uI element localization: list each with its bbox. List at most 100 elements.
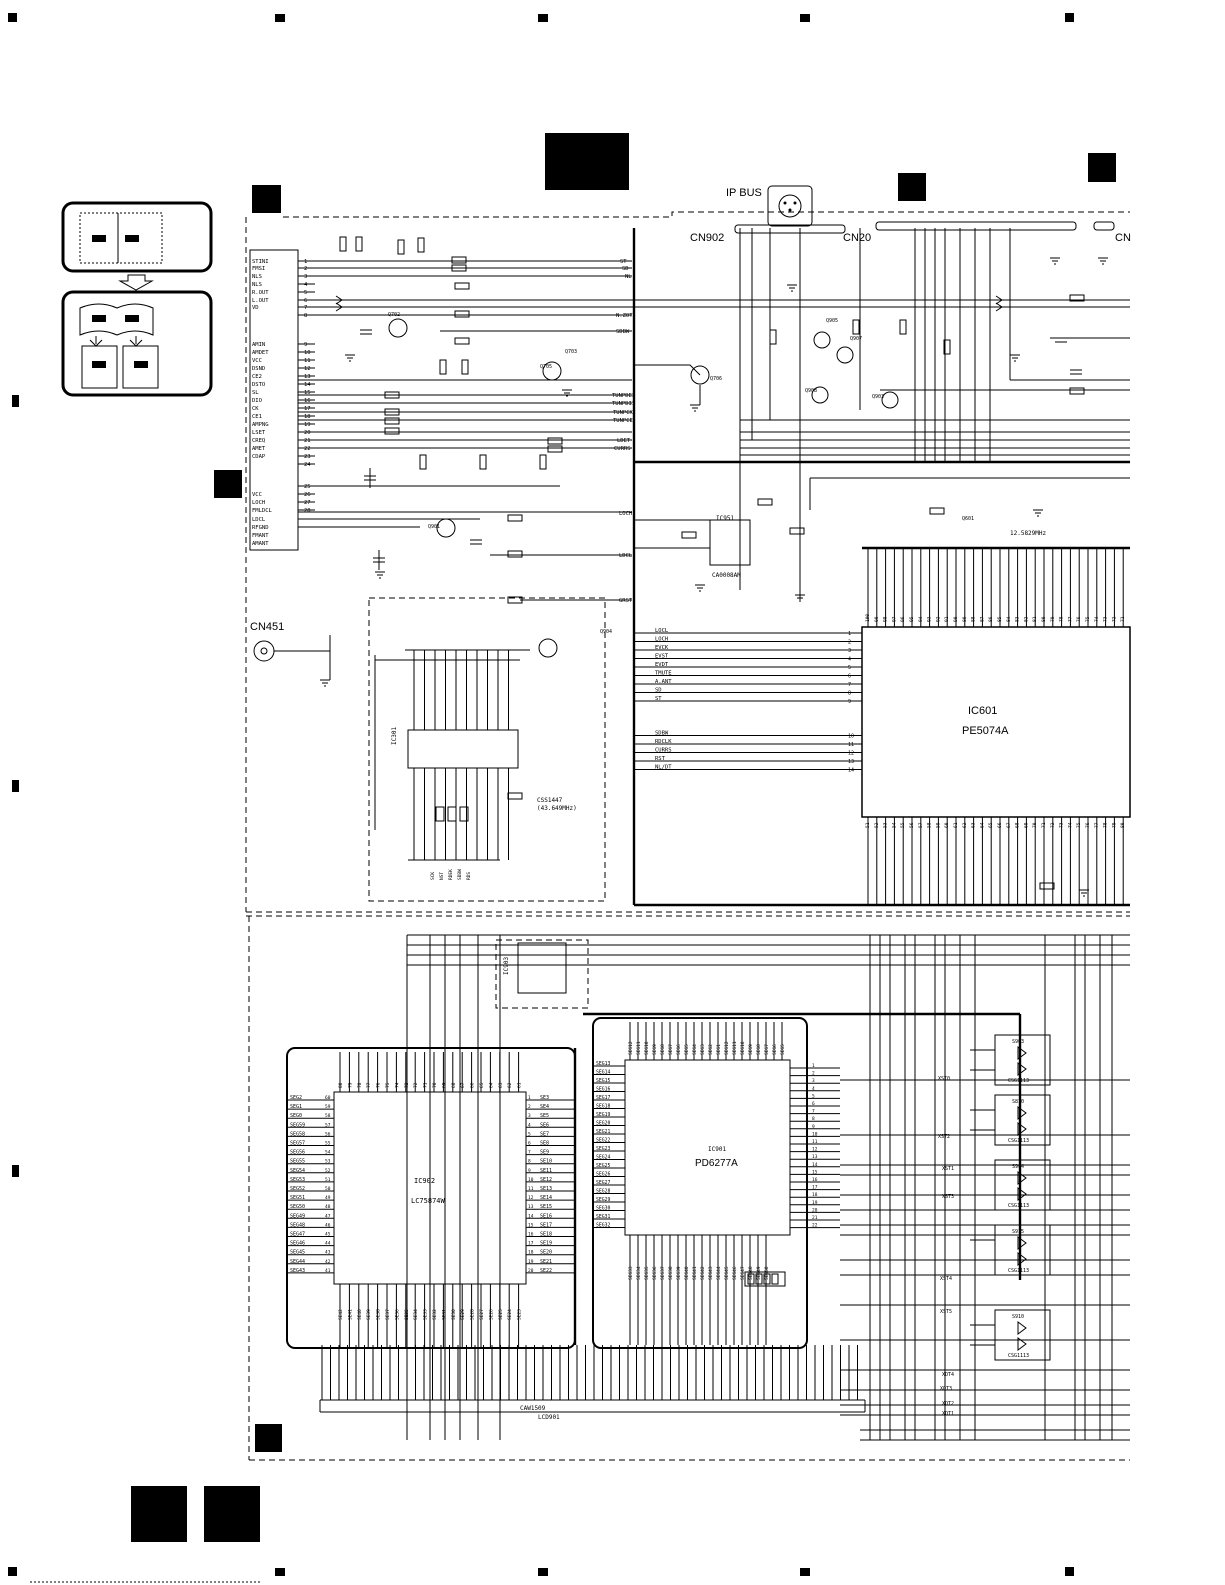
key-scan-label: XST2 [938,1134,950,1140]
tuner-pin-label: VD [252,305,259,311]
ic601-pin-number: 68 [1015,822,1021,828]
lower-wiring [406,934,1130,1441]
tuner-pin-number: 11 [304,358,311,364]
ic901-pin-number: 1 [812,1063,815,1069]
ic902-pin-number: 5 [528,1131,531,1137]
ic902-pin-number: 63 [498,1082,504,1088]
tuner-pin-label: NLS [252,282,262,288]
ic902-left-pin: SEG43 [290,1268,305,1274]
ic901-left-pin: SEG13 [596,1061,611,1067]
ic601-pin-number: 89 [962,616,968,622]
ic901-pin-number: 17 [812,1185,818,1191]
lcd-connector: CAW1509 LCD901 [319,1345,866,1421]
upper-components [320,236,1108,897]
key-scan-label: XST3 [942,1194,954,1200]
ic902-right-pin: SE10 [540,1159,552,1165]
switch-ref: S810 [1012,1099,1024,1105]
ic601-pin-number: 77 [1094,822,1100,828]
ic901-left-pin: SEG17 [596,1095,611,1101]
ic601-signal: CURRS [655,748,672,754]
tuner-pin-number: 25 [304,484,311,490]
ic901-bottom-pin: SEG42 [700,1266,706,1280]
ic902-right-pin: SE3 [540,1095,549,1101]
signal-labels: STSDNLN.ZOTSDBWTUNPDEFTUNPDISTUNPCKTUNPC… [612,259,635,604]
ic301-ref: IC301 [391,727,398,745]
ic902-pin-number: 66 [470,1082,476,1088]
ic951-part: CA0008AM [712,572,741,579]
ic903: IC903 [503,942,567,994]
ic902-part: LC75874W [411,1197,446,1205]
ic902-bottom-pin: SE34 [413,1309,419,1320]
ic902-left-pin: SEG56 [290,1150,305,1156]
ic902-pin-number: 41 [325,1268,331,1274]
ic601-signal: EVDT [655,662,669,668]
ic901-bottom-pin: SEG48 [748,1266,754,1280]
ic902-bottom-pin: SE40 [357,1309,363,1320]
ic601-pin-number: 85 [997,616,1003,622]
ic601-pin-number: 97 [891,616,897,622]
ic901-pin-number: 10 [812,1131,818,1137]
ic601-pin-number: 93 [927,616,933,622]
ic301-bottom-label: SCK [430,872,436,880]
ic951: IC951 CA0008AM [709,515,751,579]
ic902-ref: IC902 [414,1177,435,1185]
tuner-pack: STINIFMSINLSNLSR.OUTL.OUTVDAMINAMDETVCCD… [249,249,315,551]
ic601-pin-number: 86 [988,616,994,622]
ic601-signal: SDBW [655,731,669,737]
ic901-bottom-pin: SEG34 [636,1266,642,1280]
tuner-pin-number: 16 [304,398,311,404]
ic901-pin-number: 21 [812,1215,818,1221]
cn-right-label: CN [1115,232,1131,244]
tuner-pin-label: AMPNG [252,422,269,428]
switch-part: CSG1113 [1008,1268,1029,1274]
ic901-left-pin: SEG25 [596,1163,611,1169]
ic601-pin-number: 66 [997,822,1003,828]
ic901-pin-number: 14 [812,1162,818,1168]
ic902-left-pin: SEG48 [290,1222,305,1228]
tuner-pin-number: 14 [304,382,311,388]
ic901-left-pin: SEG14 [596,1070,611,1076]
ic902-pin-number: 71 [423,1082,429,1088]
ic901-bottom-pin: SEG49 [756,1266,762,1280]
ic902-pin-number: 67 [460,1082,466,1088]
tuner-pin-label: RFGND [252,525,269,531]
ic601-pin-number: 74 [1094,616,1100,622]
signal-label: GRST [619,598,633,604]
ic601-pin-number: 13 [848,759,854,765]
key-scan-label: XST1 [942,1166,954,1172]
ic601-pin-number: 87 [979,616,985,622]
ic901-pin-number: 8 [812,1116,815,1122]
tuner-pin-number: 18 [304,414,311,420]
ic901-top-pin: SEG12 [628,1041,634,1055]
ic601-pin-number: 64 [979,822,985,828]
ic901-bottom-pin: SEG50 [764,1266,770,1280]
signal-label: SDBW [616,329,630,335]
ic601-pin-number: 51 [865,822,871,828]
switch-part: CSG1113 [1008,1203,1029,1209]
ic902-bottom-pin: SE33 [423,1309,429,1320]
ic901-pin-number: 5 [812,1093,815,1099]
tuner-pin-number: 1 [304,259,307,265]
switch-part: CSG1113 [1008,1353,1029,1359]
ic601-pin-number: 72 [1050,822,1056,828]
cn902-label: CN902 [690,232,724,244]
ic902-bottom-pin: SE36 [394,1309,400,1320]
ic601-pin-number: 92 [935,616,941,622]
ic902-pin-number: 52 [325,1168,331,1174]
ic902-left-pin: SEG2 [290,1095,302,1101]
ic601-pin-number: 80 [1120,822,1126,828]
ic902-left-pin: SEG44 [290,1259,305,1265]
ic601-signal: TMUTE [655,671,672,677]
tuner-pin-label: AMDET [252,350,269,356]
tuner-pin-number: 2 [304,266,307,272]
ic301-bottom-label: RDS [466,872,472,880]
tuner-pin-number: 22 [304,446,311,452]
ic902-right-pin: SE20 [540,1250,552,1256]
ic601-pin-number: 95 [909,616,915,622]
ic601-signal: LOCL [655,628,669,634]
ic901-top-pin: SEG11 [732,1041,738,1055]
ic902-left-pin: SEG58 [290,1131,305,1137]
ic601-pin-number: 99 [874,616,880,622]
ic601-pin-number: 53 [883,822,889,828]
